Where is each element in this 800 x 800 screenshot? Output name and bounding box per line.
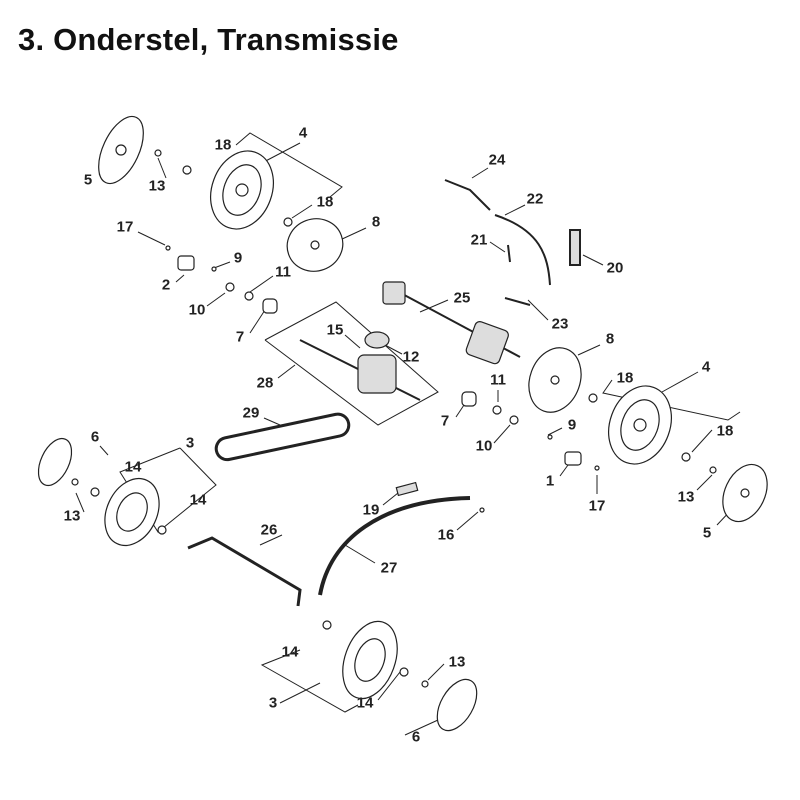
- callout: 2: [161, 276, 171, 294]
- callout: 28: [256, 374, 274, 392]
- wheel-front-left: [104, 477, 160, 547]
- small-parts: [71, 149, 717, 688]
- callout: 24: [488, 151, 506, 169]
- callout: 10: [475, 437, 493, 455]
- callout: 18: [616, 369, 634, 387]
- callout: 18: [214, 136, 232, 154]
- disc-right: [528, 347, 582, 413]
- hubcap-rear-right: [722, 463, 768, 523]
- callout: 15: [326, 321, 344, 339]
- callout: 29: [242, 404, 260, 422]
- callout: 3: [185, 434, 195, 452]
- lever-parts: [444, 179, 581, 306]
- callout: 21: [470, 231, 488, 249]
- callout: 26: [260, 521, 278, 539]
- callout: 27: [380, 559, 398, 577]
- callout: 8: [371, 213, 381, 231]
- wheel-front-right: [342, 620, 398, 700]
- callout: 3: [268, 694, 278, 712]
- callout: 9: [567, 416, 577, 434]
- callout: 16: [437, 526, 455, 544]
- callout: 25: [453, 289, 471, 307]
- callout: 14: [356, 694, 374, 712]
- callout: 19: [362, 501, 380, 519]
- callout: 20: [606, 259, 624, 277]
- callout: 5: [83, 171, 93, 189]
- callout: 11: [275, 263, 291, 281]
- hubcap-front-right: [436, 678, 478, 732]
- wheel-rear-left: [210, 150, 274, 230]
- hubcap-rear-left: [98, 115, 144, 185]
- callout: 1: [545, 472, 555, 490]
- gearbox: [357, 281, 509, 394]
- callout: 18: [316, 193, 334, 211]
- callout: 23: [551, 315, 569, 333]
- callout: 12: [402, 348, 420, 366]
- callout: 13: [63, 507, 81, 525]
- clip: [395, 481, 419, 497]
- wheel-rear-right: [608, 385, 672, 465]
- front-axle: [187, 536, 302, 607]
- callout: 14: [281, 643, 299, 661]
- leader-lines: [75, 132, 741, 736]
- callout: 11: [490, 371, 506, 389]
- callout: 22: [526, 190, 544, 208]
- page-title: 3. Onderstel, Transmissie: [18, 22, 399, 57]
- callout: 17: [588, 497, 606, 515]
- callout: 7: [235, 328, 245, 346]
- control-rod: [318, 496, 471, 596]
- callout: 18: [716, 422, 734, 440]
- disc-left: [286, 218, 344, 272]
- callout: 13: [677, 488, 695, 506]
- callout: 14: [189, 491, 207, 509]
- callout: 13: [148, 177, 166, 195]
- callout: 4: [701, 358, 711, 376]
- callout: 4: [298, 124, 308, 142]
- callout: 14: [124, 458, 142, 476]
- callout: 6: [90, 428, 100, 446]
- callout: 13: [448, 653, 466, 671]
- callout: 17: [116, 218, 134, 236]
- callout: 10: [188, 301, 206, 319]
- callout: 8: [605, 330, 615, 348]
- pulley: [364, 331, 390, 349]
- drive-belt: [214, 412, 351, 462]
- callout: 6: [411, 728, 421, 746]
- callout: 5: [702, 524, 712, 542]
- callout: 7: [440, 412, 450, 430]
- hubcap-front-left: [37, 437, 73, 487]
- callout: 9: [233, 249, 243, 267]
